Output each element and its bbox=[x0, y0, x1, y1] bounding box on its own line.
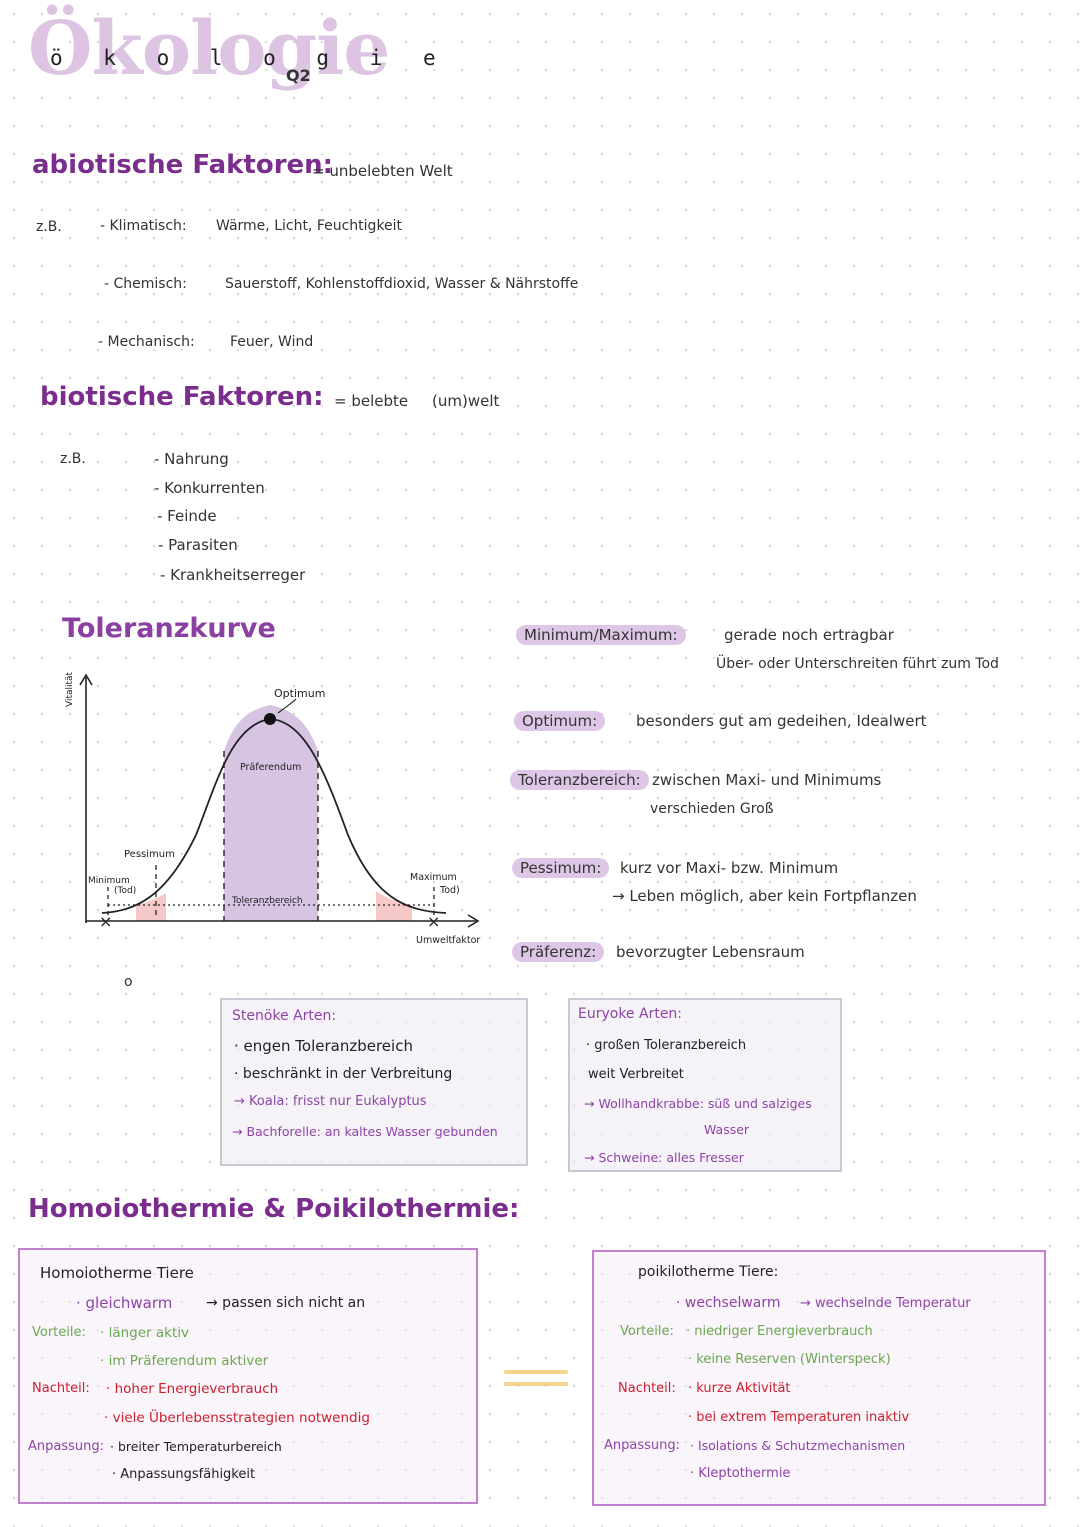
definition-term: Minimum/Maximum: bbox=[516, 625, 686, 645]
poikilo-title: poikilotherme Tiere: bbox=[638, 1264, 779, 1280]
homoio-vorteil: · im Präferendum aktiver bbox=[100, 1353, 269, 1369]
definition-text: verschieden Groß bbox=[650, 801, 774, 817]
abiotisch-item-label: - Mechanisch: bbox=[98, 334, 195, 350]
course-label: Q2 bbox=[286, 66, 311, 85]
homoio-main: · gleichwarm bbox=[76, 1294, 173, 1312]
poikilo-main: · wechselwarm bbox=[676, 1295, 781, 1311]
abiotisch-example-label: z.B. bbox=[36, 219, 62, 235]
maximum-x-mark: × bbox=[427, 912, 440, 931]
definition-text: kurz vor Maxi- bzw. Minimum bbox=[620, 859, 839, 877]
minimum-label: Minimum bbox=[88, 876, 130, 886]
abiotisch-item-label: - Klimatisch: bbox=[100, 218, 187, 234]
poikilo-vorteile-label: Vorteile: bbox=[620, 1324, 674, 1339]
euryoeke-arten-box: Euryoke Arten: · großen Toleranzbereich … bbox=[568, 998, 842, 1172]
definition-term: Pessimum: bbox=[512, 858, 610, 878]
euryoeke-line: weit Verbreitet bbox=[588, 1067, 684, 1082]
pessimum-label: Pessimum bbox=[124, 849, 175, 860]
abiotisch-item-value: Feuer, Wind bbox=[230, 334, 314, 350]
pessimum-left-area bbox=[136, 893, 166, 921]
poikilo-vorteil: · niedriger Energieverbrauch bbox=[686, 1324, 873, 1339]
biotisch-item: - Krankheitserreger bbox=[160, 566, 306, 584]
minimum-x-mark: × bbox=[99, 912, 112, 931]
definition-text: besonders gut am gedeihen, Idealwert bbox=[636, 712, 927, 730]
homoio-nachteil: · viele Überlebensstrategien notwendig bbox=[104, 1410, 370, 1426]
thermie-heading: Homoiothermie & Poikilothermie: bbox=[28, 1194, 520, 1224]
optimum-pointer bbox=[277, 698, 297, 714]
toleranzbereich-label: Toleranzbereich bbox=[231, 896, 303, 906]
stenoeke-title: Stenöke Arten: bbox=[232, 1008, 337, 1024]
stenoeke-arten-box: Stenöke Arten: · engen Toleranzbereich ·… bbox=[220, 998, 528, 1166]
poikilo-nachteil-label: Nachteil: bbox=[618, 1381, 676, 1396]
homoio-anpassung: · Anpassungsfähigkeit bbox=[112, 1467, 256, 1482]
homoio-vorteil: · länger aktiv bbox=[100, 1325, 190, 1341]
biotisch-item: - Konkurrenten bbox=[154, 479, 265, 497]
biotisch-item: - Feinde bbox=[157, 507, 217, 525]
poikilo-anpassung: · Isolations & Schutzmechanismen bbox=[690, 1438, 906, 1453]
homoio-title: Homoiotherme Tiere bbox=[40, 1264, 194, 1282]
biotisch-example-label: z.B. bbox=[60, 451, 86, 467]
y-axis-arrow bbox=[79, 673, 93, 686]
pessimum-right-area bbox=[376, 891, 412, 921]
euryoeke-example: Wasser bbox=[704, 1122, 750, 1137]
poikilo-anpassung: · Kleptothermie bbox=[690, 1466, 791, 1481]
definition-text: gerade noch ertragbar bbox=[724, 626, 894, 644]
homoio-nachteil-label: Nachteil: bbox=[32, 1381, 90, 1396]
definition-term: Optimum: bbox=[514, 711, 606, 731]
x-axis-arrow bbox=[467, 914, 480, 928]
biotisch-heading: biotische Faktoren: bbox=[40, 382, 324, 412]
stenoeke-example: → Bachforelle: an kaltes Wasser gebunden bbox=[232, 1124, 498, 1139]
biotisch-definition-2: (um)welt bbox=[432, 392, 500, 410]
page-title-overlay: ö k o l o g i e bbox=[50, 46, 450, 70]
tolerance-curve-diagram: × × Vitalität Umweltfaktor Optimum Präfe… bbox=[65, 671, 480, 946]
equal-sign bbox=[504, 1370, 568, 1374]
praeferendum-label: Präferendum bbox=[240, 762, 301, 773]
definition-term: Toleranzbereich: bbox=[510, 770, 649, 790]
stenoeke-line: · beschränkt in der Verbreitung bbox=[234, 1066, 453, 1082]
praeferendum-area bbox=[224, 705, 318, 921]
abiotisch-item-value: Sauerstoff, Kohlenstoffdioxid, Wasser & … bbox=[225, 276, 579, 292]
optimum-label: Optimum bbox=[274, 687, 325, 700]
minimum-sub-label: (Tod) bbox=[114, 886, 136, 896]
definition-term: Präferenz: bbox=[512, 942, 605, 962]
abiotisch-heading: abiotische Faktoren: bbox=[32, 150, 334, 180]
optimum-point bbox=[264, 713, 276, 725]
maximum-sub-label: Tod) bbox=[439, 885, 460, 896]
euryoeke-example: → Schweine: alles Fresser bbox=[584, 1150, 744, 1165]
homoio-nachteil: · hoher Energieverbrauch bbox=[106, 1381, 279, 1397]
y-axis-label: Vitalität bbox=[65, 671, 75, 707]
definition-text: bevorzugter Lebensraum bbox=[616, 943, 805, 961]
poikilo-main-note: → wechselnde Temperatur bbox=[800, 1296, 971, 1311]
biotisch-item: - Parasiten bbox=[158, 536, 238, 554]
abiotisch-item-value: Wärme, Licht, Feuchtigkeit bbox=[216, 218, 403, 234]
toleranzkurve-heading: Toleranzkurve bbox=[62, 613, 276, 644]
poikilo-nachteil: · bei extrem Temperaturen inaktiv bbox=[688, 1410, 910, 1425]
homoio-main-note: → passen sich nicht an bbox=[206, 1295, 366, 1311]
definition-text: → Leben möglich, aber kein Fortpflanzen bbox=[612, 887, 917, 905]
definition-text: zwischen Maxi- und Minimums bbox=[652, 771, 882, 789]
poikilotherme-box: poikilotherme Tiere: · wechselwarm → wec… bbox=[592, 1250, 1046, 1506]
euryoeke-line: · großen Toleranzbereich bbox=[586, 1038, 747, 1053]
homoio-anpassung-label: Anpassung: bbox=[28, 1439, 105, 1454]
stray-mark: o bbox=[124, 974, 133, 990]
homoio-anpassung: · breiter Temperaturbereich bbox=[110, 1439, 282, 1454]
page-title: Ökologie bbox=[28, 6, 390, 92]
biotisch-item: - Nahrung bbox=[154, 450, 229, 468]
abiotisch-definition: = unbelebten Welt bbox=[312, 162, 453, 180]
equal-sign bbox=[504, 1382, 568, 1386]
x-axis-label: Umweltfaktor bbox=[416, 935, 480, 946]
poikilo-vorteil: · keine Reserven (Winterspeck) bbox=[688, 1352, 891, 1367]
definition-text: Über- oder Unterschreiten führt zum Tod bbox=[716, 656, 999, 672]
poikilo-nachteil: · kurze Aktivität bbox=[688, 1381, 791, 1396]
abiotisch-item-label: - Chemisch: bbox=[104, 276, 187, 292]
homoiotherme-box: Homoiotherme Tiere · gleichwarm → passen… bbox=[18, 1248, 478, 1504]
stenoeke-example: → Koala: frisst nur Eukalyptus bbox=[234, 1094, 427, 1109]
homoio-vorteile-label: Vorteile: bbox=[32, 1325, 86, 1340]
stenoeke-line: · engen Toleranzbereich bbox=[234, 1037, 413, 1055]
maximum-label: Maximum bbox=[410, 872, 457, 883]
poikilo-anpassung-label: Anpassung: bbox=[604, 1438, 681, 1453]
euryoeke-example: → Wollhandkrabbe: süß und salziges bbox=[584, 1096, 812, 1111]
euryoeke-title: Euryoke Arten: bbox=[578, 1006, 683, 1022]
biotisch-definition: = belebte bbox=[334, 392, 409, 410]
